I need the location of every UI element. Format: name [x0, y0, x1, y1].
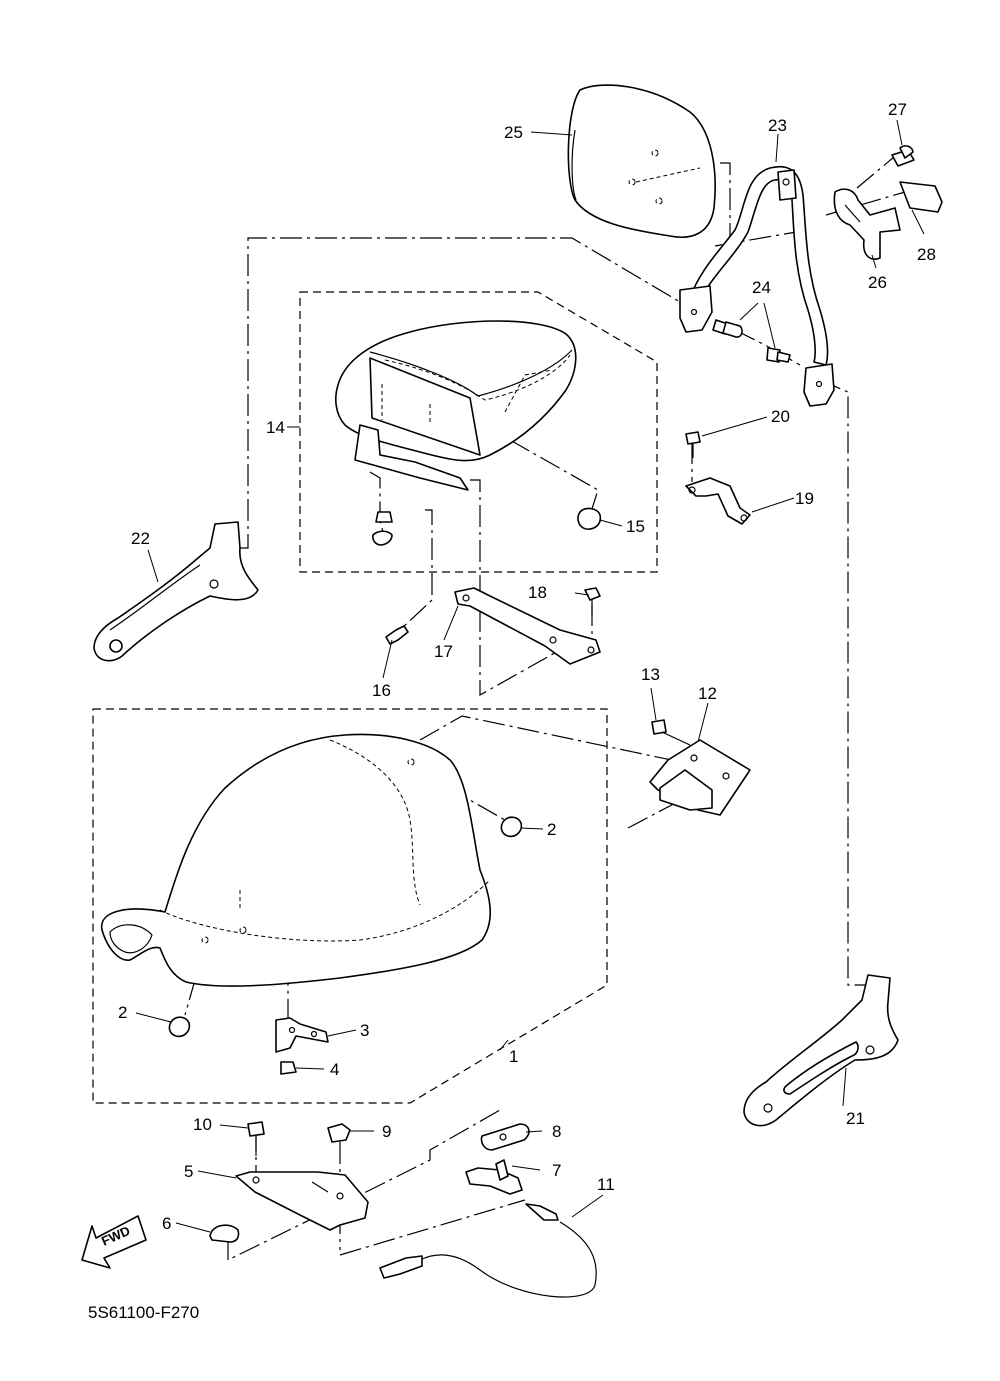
callout-labels: 1 2 2 3 4 5 6 7 8 9 10 11 12 13 14 15 16… — [118, 100, 936, 1233]
latch-7 — [465, 1159, 523, 1195]
callout-28: 28 — [917, 245, 936, 264]
callout-15: 15 — [626, 517, 645, 536]
callout-27: 27 — [888, 100, 907, 119]
callout-13: 13 — [641, 665, 660, 684]
bolt-10 — [247, 1121, 265, 1156]
seat-stay-3 — [275, 1017, 329, 1053]
callout-2: 2 — [547, 820, 556, 839]
callout-10: 10 — [193, 1115, 212, 1134]
stay-bolts — [712, 319, 791, 363]
nut-9 — [327, 1123, 351, 1143]
rear-seat-group-box — [299, 291, 658, 573]
callout-25: 25 — [504, 123, 523, 142]
callout-23: 23 — [768, 116, 787, 135]
bolt-13 — [651, 719, 691, 746]
callout-4: 4 — [330, 1060, 339, 1079]
callout-2: 2 — [118, 1003, 127, 1022]
callout-19: 19 — [795, 489, 814, 508]
callout-22: 22 — [131, 529, 150, 548]
callout-21: 21 — [846, 1109, 865, 1128]
main-seat-group-box — [92, 708, 608, 1104]
callout-24: 24 — [752, 278, 771, 297]
fwd-arrow-icon: FWD — [81, 1215, 147, 1269]
grommet-2b — [168, 1016, 191, 1038]
nut-4 — [280, 1061, 297, 1075]
seat-bracket-17 — [454, 587, 601, 665]
stay-clamp — [833, 188, 901, 260]
bolt-20 — [685, 431, 701, 458]
right-rear-arm — [743, 974, 899, 1127]
callout-12: 12 — [698, 684, 717, 703]
grommet-15 — [577, 507, 602, 530]
cable-11 — [379, 1203, 597, 1298]
callout-8: 8 — [552, 1122, 561, 1141]
grommet-2a — [500, 816, 523, 838]
cap-6 — [209, 1224, 240, 1243]
callout-3: 3 — [360, 1021, 369, 1040]
backrest-stay — [679, 165, 835, 407]
rear-seat — [335, 320, 577, 491]
backrest-pad — [567, 84, 716, 238]
clamp-bolt — [891, 145, 915, 167]
plate-5 — [235, 1171, 369, 1231]
callout-14: 14 — [266, 418, 285, 437]
callout-1: 1 — [509, 1047, 518, 1066]
callout-20: 20 — [771, 407, 790, 426]
callout-16: 16 — [372, 681, 391, 700]
plate-8 — [480, 1123, 530, 1151]
lock-bracket-12 — [649, 739, 751, 816]
bracket-19 — [685, 477, 751, 525]
callout-11: 11 — [597, 1175, 615, 1194]
clamp-pad — [899, 181, 943, 213]
callout-26: 26 — [868, 273, 887, 292]
bolt-18 — [584, 587, 601, 615]
callout-5: 5 — [184, 1162, 193, 1181]
bolt-16 — [385, 625, 409, 645]
callout-6: 6 — [162, 1214, 171, 1233]
main-seat — [101, 733, 492, 987]
callout-18: 18 — [528, 583, 547, 602]
callout-7: 7 — [552, 1161, 561, 1180]
callout-17: 17 — [434, 642, 453, 661]
left-rear-arm — [93, 521, 259, 662]
part-code: 5S61100-F270 — [88, 1303, 199, 1322]
callout-9: 9 — [382, 1122, 391, 1141]
rear-seat-nut — [372, 511, 393, 546]
callout-leaders — [135, 119, 925, 1233]
